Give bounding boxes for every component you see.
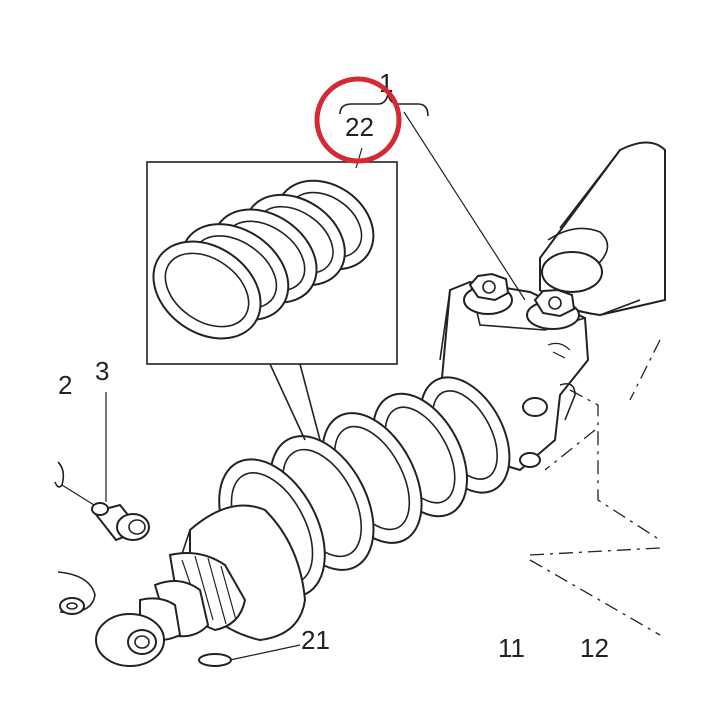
spring-inset xyxy=(152,179,375,340)
mount-lugs xyxy=(519,382,576,468)
mounting-bolt xyxy=(91,502,150,542)
highlight-circle-22 xyxy=(314,76,402,164)
callout-2: 2 xyxy=(58,370,72,400)
callout-22: 22 xyxy=(345,112,374,142)
main-spring-assembled xyxy=(218,376,511,598)
callout-3: 3 xyxy=(95,356,109,386)
reservoir-canister xyxy=(539,141,666,317)
callout-12: 12 xyxy=(580,633,609,663)
callout-21: 21 xyxy=(301,625,330,655)
adjuster-knob-right xyxy=(526,288,580,330)
leader-lines xyxy=(61,111,526,661)
adjuster-knob-left xyxy=(463,272,513,315)
callout-11: 11 xyxy=(498,633,525,663)
inset-frame xyxy=(146,161,398,441)
preload-collar xyxy=(139,552,247,641)
lower-eye xyxy=(95,613,232,667)
assembly-lines xyxy=(529,339,661,636)
left-partial-parts xyxy=(54,461,96,615)
